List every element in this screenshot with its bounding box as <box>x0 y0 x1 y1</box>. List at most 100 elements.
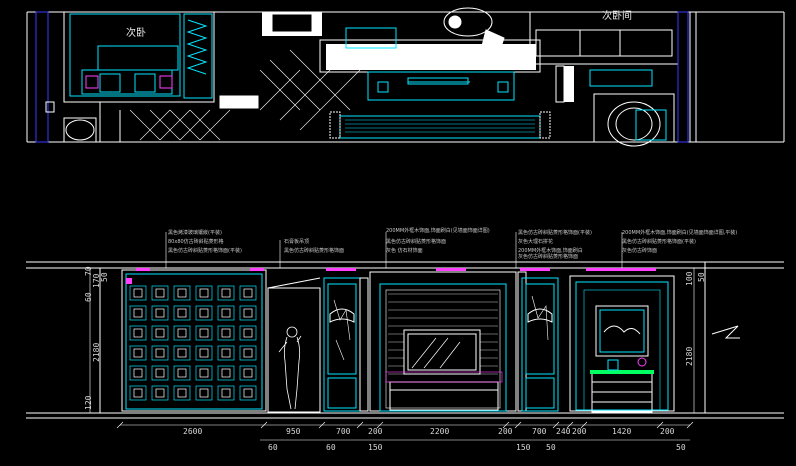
quilt-tile <box>129 305 147 321</box>
dim-50-b: 50 <box>676 443 686 452</box>
quilt-tile-inner <box>199 288 209 298</box>
dim-200-a: 200 <box>368 427 383 436</box>
quilt-tile <box>129 365 147 381</box>
dim-2600: 2600 <box>183 427 202 436</box>
room-label-closet: 次卧间 <box>602 9 632 22</box>
quilt-tile-inner <box>221 388 231 398</box>
quilt-tile-inner <box>177 368 187 378</box>
quilt-tile <box>217 385 235 401</box>
quilt-tile <box>217 365 235 381</box>
dimension-tick <box>318 421 326 429</box>
dimension-tick <box>580 421 588 429</box>
quilt-tile-inner <box>221 288 231 298</box>
vdim-70: 70 <box>84 266 93 276</box>
note-3: 黑色仿古砖斜贴菱形格饰面(平装) <box>168 247 242 254</box>
quilt-tile <box>195 285 213 301</box>
quilt-tile <box>239 345 257 361</box>
quilt-tile-inner <box>243 288 253 298</box>
quilted-panel-grid <box>129 285 257 401</box>
dim-950: 950 <box>286 427 301 436</box>
quilt-tile <box>173 365 191 381</box>
dimension-tick <box>502 421 510 429</box>
note-7: 黑色仿古砖斜贴菱形格饰面 <box>386 238 446 245</box>
note-10: 灰色大理石拼花 <box>518 238 553 245</box>
quilt-tile-inner <box>221 328 231 338</box>
quilt-tile-inner <box>133 368 143 378</box>
note-13: 200MM外框木饰面,饰面刷白(见墙面饰面详图,平装) <box>622 229 737 236</box>
quilt-tile-inner <box>177 308 187 318</box>
quilt-tile-inner <box>133 308 143 318</box>
quilt-tile-inner <box>199 348 209 358</box>
quilt-tile <box>129 325 147 341</box>
quilt-tile <box>151 325 169 341</box>
quilt-tile-inner <box>221 348 231 358</box>
vdim-60: 60 <box>84 292 93 302</box>
quilt-tile-inner <box>177 348 187 358</box>
quilt-tile <box>151 365 169 381</box>
dim-60-b: 60 <box>326 443 336 452</box>
quilt-tile-inner <box>177 288 187 298</box>
quilt-tile <box>239 365 257 381</box>
quilt-tile-inner <box>199 328 209 338</box>
quilt-tile <box>217 345 235 361</box>
quilt-tile <box>195 305 213 321</box>
quilt-tile-inner <box>199 388 209 398</box>
quilt-tile <box>195 345 213 361</box>
quilt-tile <box>217 325 235 341</box>
note-15: 灰色仿古砖饰面 <box>622 247 657 254</box>
dimension-tick <box>514 421 522 429</box>
dim-60-a: 60 <box>268 443 278 452</box>
quilt-tile-inner <box>243 368 253 378</box>
quilt-tile <box>173 345 191 361</box>
quilt-tile <box>173 305 191 321</box>
quilt-tile-inner <box>243 348 253 358</box>
quilt-tile <box>173 325 191 341</box>
dim-200-b: 200 <box>498 427 513 436</box>
quilt-tile-inner <box>155 388 165 398</box>
room-label-bedroom: 次卧 <box>126 26 146 39</box>
quilt-tile <box>173 385 191 401</box>
quilt-tile-inner <box>243 308 253 318</box>
floor-plan <box>26 7 785 147</box>
note-4: 石膏板吊顶 <box>284 238 309 245</box>
quilt-tile-inner <box>243 388 253 398</box>
vdim-50-left: 50 <box>100 272 109 282</box>
dim-700-left: 700 <box>336 427 351 436</box>
quilt-tile-inner <box>155 288 165 298</box>
quilt-tile <box>151 385 169 401</box>
vdim-50-right: 50 <box>697 272 706 282</box>
vdim-100: 100 <box>685 271 694 286</box>
dimension-tick <box>356 421 364 429</box>
quilt-tile-inner <box>133 348 143 358</box>
quilt-tile <box>239 385 257 401</box>
quilt-tile-inner <box>155 348 165 358</box>
quilt-tile <box>239 325 257 341</box>
quilt-tile-inner <box>177 328 187 338</box>
quilt-tile-inner <box>133 388 143 398</box>
vdim-2180-right: 2180 <box>685 347 694 366</box>
dimension-tick <box>260 421 268 429</box>
note-8: 灰色 仿石材饰面 <box>386 247 423 254</box>
vdim-2180-left: 2180 <box>92 343 101 362</box>
quilt-tile-inner <box>221 308 231 318</box>
note-12: 灰色仿古砖斜贴菱形格饰面 <box>518 253 578 260</box>
quilt-tile <box>151 305 169 321</box>
vdim-170: 170 <box>92 273 101 288</box>
quilt-tile <box>195 365 213 381</box>
dim-1420: 1420 <box>612 427 631 436</box>
dimension-tick <box>686 421 694 429</box>
quilt-tile <box>173 285 191 301</box>
dim-200-c: 200 <box>572 427 587 436</box>
quilt-tile <box>129 385 147 401</box>
quilt-tile-inner <box>133 288 143 298</box>
quilt-tile <box>239 285 257 301</box>
dim-150-b: 150 <box>516 443 531 452</box>
dim-200-d: 200 <box>660 427 675 436</box>
quilt-tile <box>129 285 147 301</box>
note-2: 80x80仿古砖斜贴菱形格 <box>168 238 224 245</box>
quilt-tile <box>217 285 235 301</box>
quilt-tile-inner <box>155 308 165 318</box>
dim-700-right: 700 <box>532 427 547 436</box>
quilt-tile-inner <box>177 388 187 398</box>
